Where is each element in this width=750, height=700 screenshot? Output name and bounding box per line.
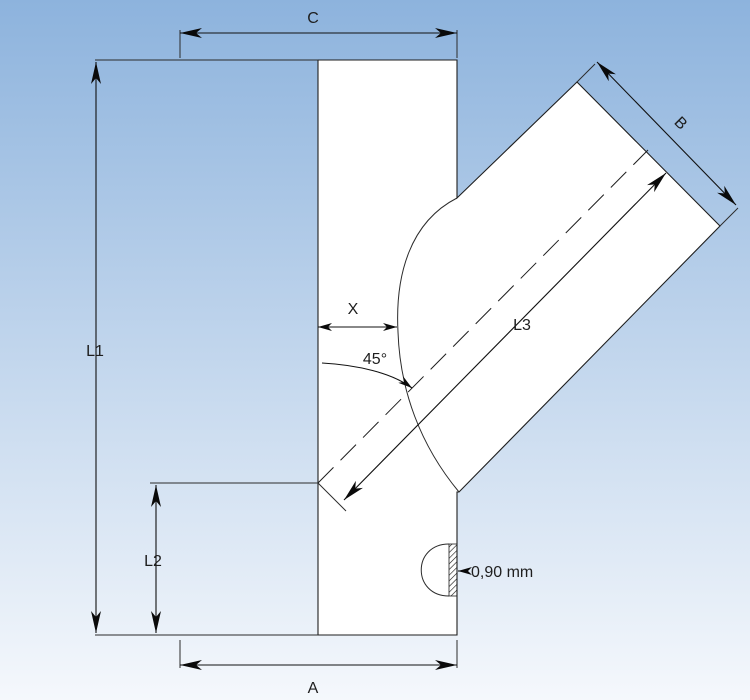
dim-l3-label: L3: [513, 317, 531, 334]
dim-x-label: X: [348, 301, 359, 318]
angle-label: 45°: [363, 351, 387, 368]
dim-l2-label: L2: [144, 553, 162, 570]
dim-l3-arrow: [343, 172, 667, 501]
dim-a-label: A: [308, 680, 319, 697]
ext-line-b-bottom: [719, 207, 739, 227]
ext-line-b-top: [576, 63, 596, 83]
dim-l1-label: L1: [86, 343, 104, 360]
dim-c-label: C: [307, 10, 319, 27]
wall-section-outline: [420, 543, 450, 597]
wall-hatch: [448, 543, 458, 597]
dim-b-arrow: [596, 61, 737, 206]
thickness-label: 0,90 mm: [471, 564, 533, 581]
branch-inner-edge: [317, 482, 347, 512]
